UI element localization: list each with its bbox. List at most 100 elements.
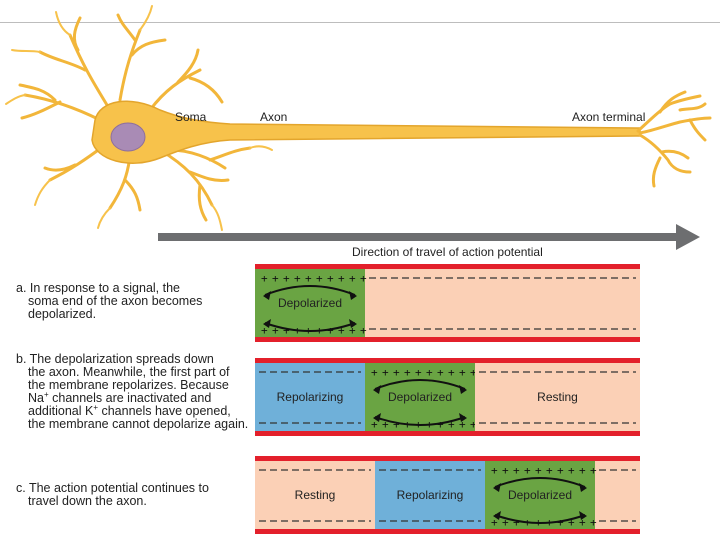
step-b-line-2: the axon. Meanwhile, the first part of (28, 365, 230, 379)
panel-c-plus: + (524, 464, 531, 477)
panel-a-plus: + (272, 324, 279, 337)
panel-b-membrane-bottom (255, 431, 640, 436)
step-b-line-4-pre: Na (28, 391, 44, 405)
panel-c-plus: + (513, 464, 520, 477)
panel-c-plus: + (491, 464, 498, 477)
step-a-line-2: soma end of the axon becomes (28, 294, 203, 308)
panel-a-segment-0-label: Depolarized (278, 296, 342, 310)
panel-b-plus: + (459, 418, 466, 431)
panel-b-plus: + (382, 418, 389, 431)
panel-c-plus: + (590, 516, 597, 529)
panel-a-plus: + (360, 272, 367, 285)
top-rule (0, 22, 720, 23)
panel-b-plus: + (371, 418, 378, 431)
panel-a-arrowhead-1 (349, 291, 357, 300)
direction-label: Direction of travel of action potential (352, 245, 543, 259)
panel-a-plus: + (294, 272, 301, 285)
step-b-line-4-sup: + (43, 389, 49, 399)
panel-b-segment-0 (255, 363, 365, 431)
panel-b-plus: + (470, 418, 477, 431)
panel-c-segment-1-label: Repolarizing (397, 488, 464, 502)
panel-b-arrowhead-0 (373, 385, 381, 394)
panel-c-plus: + (568, 516, 575, 529)
panel-b-segment-2 (475, 363, 640, 431)
panel-a-plus: + (272, 272, 279, 285)
step-a-line-3: depolarized. (28, 307, 97, 321)
panel-a-plus: + (338, 324, 345, 337)
panel-c-arrowhead-3 (579, 511, 587, 520)
step-b-line-4: Na+ channels are inactivated and (16, 389, 248, 405)
step-c-line-2: travel down the axon. (28, 494, 147, 508)
panel-b-plus: + (393, 366, 400, 379)
panel-b-arrow-bottom (374, 416, 466, 426)
panel-b-plus: + (437, 418, 444, 431)
panel-b-plus: + (437, 366, 444, 379)
panel-a-arrowhead-2 (263, 319, 271, 328)
panel-b-segment-0-label: Repolarizing (277, 390, 344, 404)
step-b-line-5-pre: additional K (28, 404, 94, 418)
panel-b-plus: + (404, 366, 411, 379)
axon-terminal-label: Axon terminal (572, 110, 646, 124)
panel-c-plus: + (557, 464, 564, 477)
nucleus (110, 122, 146, 152)
panel-b-segment-1-label: Depolarized (388, 390, 452, 404)
panel-c-plus: + (491, 516, 498, 529)
panel-b-plus: + (448, 418, 455, 431)
panel-c-segment-0-label: Resting (295, 488, 336, 502)
panel-a-arrowhead-0 (263, 291, 271, 300)
panel-c-plus: + (568, 464, 575, 477)
panel-a-membrane-bottom (255, 337, 640, 342)
panel-b-arrow-top (374, 379, 466, 390)
panel-a-plus: + (349, 272, 356, 285)
step-b-line-4-post: channels are inactivated and (48, 391, 212, 405)
panel-b-plus: + (393, 418, 400, 431)
direction-arrow (158, 224, 700, 250)
panel-c-plus: + (579, 516, 586, 529)
panel-c-arrowhead-2 (493, 511, 501, 520)
axon-label: Axon (260, 110, 288, 124)
panel-b-plus: + (415, 366, 422, 379)
step-a-description: a. In response to a signal, the soma end… (16, 282, 202, 321)
panel-c-plus: + (557, 516, 564, 529)
step-b-line-3: the membrane repolarizes. Because (28, 378, 229, 392)
panel-c-plus: + (546, 464, 553, 477)
panel-a-arrow-top (264, 285, 356, 296)
soma-label: Soma (175, 110, 207, 124)
panel-c-segment-1 (375, 461, 485, 529)
panel-c-membrane-bottom (255, 529, 640, 534)
panel-c-plus: + (513, 516, 520, 529)
panel-c-membrane-top (255, 456, 640, 461)
step-b-line-5-sup: + (93, 402, 98, 412)
panel-c-arrow-bottom (494, 514, 586, 524)
panel-a-plus: + (360, 324, 367, 337)
panel-a-membrane-top (255, 264, 640, 269)
panel-b-plus: + (470, 366, 477, 379)
panel-c-arrow-top (494, 477, 586, 488)
panel-c-plus: + (502, 516, 509, 529)
panel-b-plus: + (426, 366, 433, 379)
step-b-description: b. The depolarization spreads down the a… (16, 353, 248, 431)
panel-c-segment-0 (255, 461, 375, 529)
panel-a-arrowhead-3 (349, 319, 357, 328)
panel-c-arrowhead-0 (493, 483, 501, 492)
panel-b-plus: + (382, 366, 389, 379)
neuron-illustration (5, 5, 712, 231)
panel-a-arrow-bottom (264, 322, 356, 332)
panel-a-plus: + (283, 324, 290, 337)
panel-a-plus: + (349, 324, 356, 337)
panel-a-plus: + (283, 272, 290, 285)
step-a-line-1: a. In response to a signal, the (16, 281, 180, 295)
panel-b-plus: + (448, 366, 455, 379)
panel-a-plus: + (316, 272, 323, 285)
panel-b-segment-2-label: Resting (537, 390, 578, 404)
panel-b-arrowhead-2 (373, 413, 381, 422)
panel-c-plus: + (579, 464, 586, 477)
panel-b-plus: + (459, 366, 466, 379)
panel-c-plus: + (502, 464, 509, 477)
panel-a-plus: + (261, 272, 268, 285)
panel-c-segment-2-label: Depolarized (508, 488, 572, 502)
panel-b-arrowhead-3 (459, 413, 467, 422)
panel-b-plus: + (371, 366, 378, 379)
step-c-line-1: c. The action potential continues to (16, 481, 209, 495)
